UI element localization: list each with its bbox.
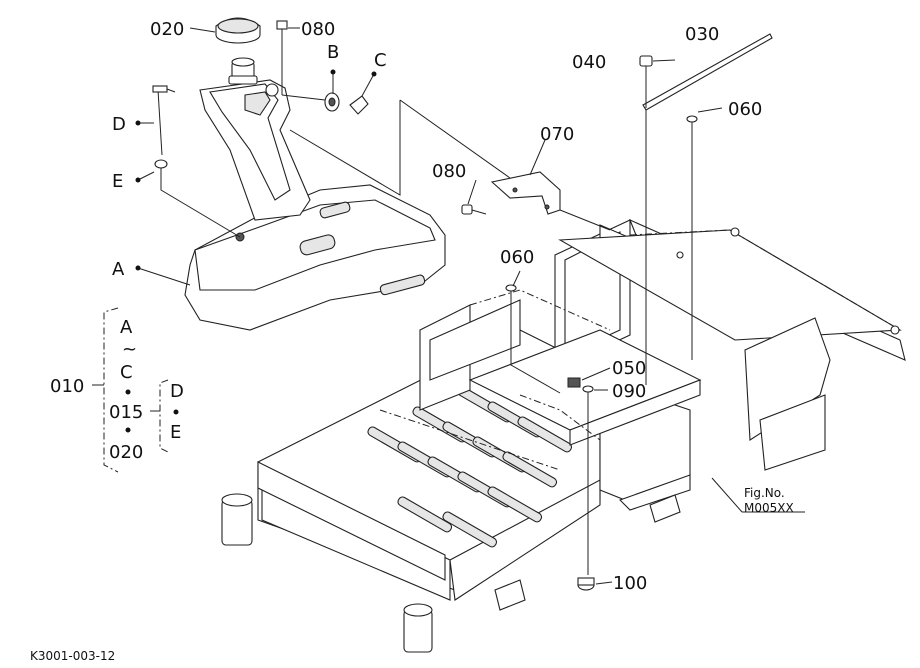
- callout-080-mid: 080: [432, 161, 466, 182]
- bolt-040: [639, 55, 653, 75]
- assembly-sub-d: D: [170, 381, 184, 402]
- callout-030: 030: [685, 24, 719, 45]
- callout-080-top: 080: [301, 19, 335, 40]
- callout-c: C: [374, 50, 387, 71]
- assembly-sub-e: E: [170, 422, 181, 443]
- assembly-range-start: A: [120, 317, 133, 338]
- assembly-item-015: 015: [109, 402, 143, 423]
- bracket-070: [490, 171, 561, 215]
- callout-060-mid: 060: [500, 247, 534, 268]
- assembly-label-010: 010: [50, 376, 84, 397]
- fig-ref-line2: M005XX: [744, 501, 794, 515]
- callout-090: 090: [612, 381, 646, 402]
- fuel-sender-d: [152, 85, 176, 156]
- grommet-e: [154, 159, 168, 169]
- leader-lines: [135, 27, 805, 585]
- floor-slots: [367, 386, 573, 548]
- bolt-080-mid: [461, 204, 487, 215]
- clip-060-mid: [505, 284, 517, 300]
- callout-020: 020: [150, 19, 184, 40]
- clip-060-top: [686, 115, 698, 130]
- clip-090: [582, 385, 594, 400]
- diagram-code: K3001-003-12: [30, 649, 115, 663]
- fuel-tank: [184, 57, 446, 331]
- mower-frame: [221, 218, 906, 653]
- fig-ref-line1: Fig.No.: [744, 486, 785, 500]
- callout-100: 100: [613, 573, 647, 594]
- assembly-item-020: 020: [109, 442, 143, 463]
- strap-030: [642, 33, 773, 111]
- bolt-080-top: [276, 20, 288, 95]
- fuel-cap: [215, 17, 261, 44]
- nut-100: [577, 577, 595, 591]
- washer-b-hole: [328, 97, 336, 107]
- callout-e: E: [112, 171, 123, 192]
- callout-070: 070: [540, 124, 574, 145]
- callout-a: A: [112, 259, 125, 280]
- callout-d: D: [112, 114, 126, 135]
- callout-040: 040: [572, 52, 606, 73]
- clip-050: [567, 377, 581, 388]
- callout-b: B: [327, 42, 339, 63]
- fitting-c: [349, 95, 369, 115]
- callout-060-top: 060: [728, 99, 762, 120]
- assembly-range-tilde: ~: [122, 339, 137, 360]
- assembly-brackets: [92, 307, 179, 473]
- assembly-range-end: C: [120, 362, 133, 383]
- callout-050: 050: [612, 358, 646, 379]
